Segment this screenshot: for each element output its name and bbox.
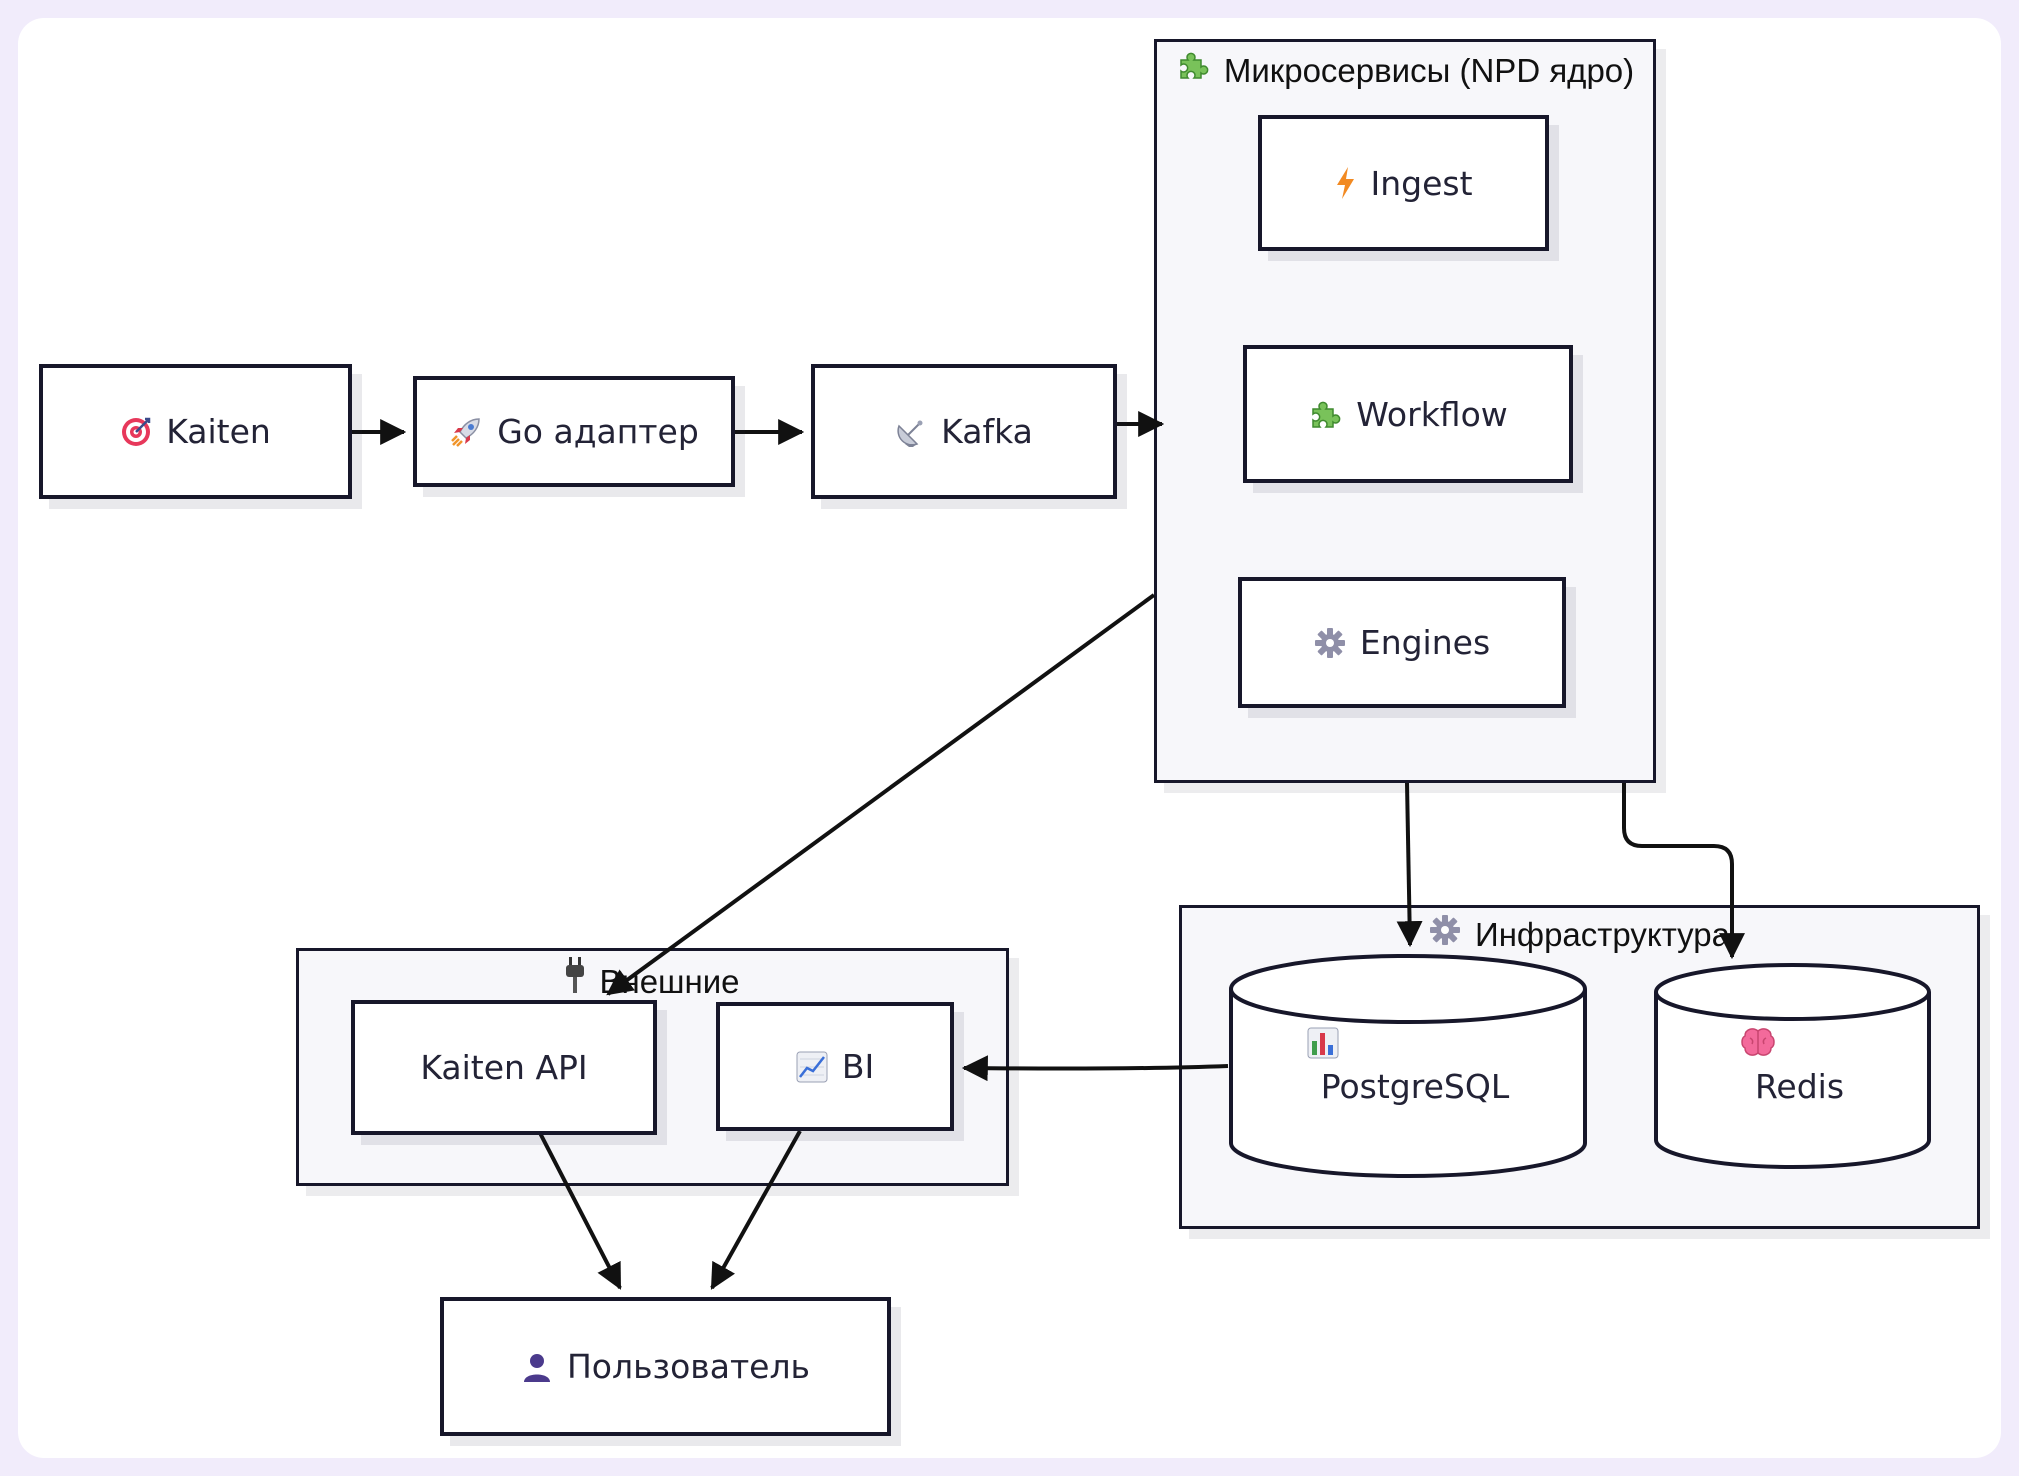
- edge-postgres-to-bi: [961, 1055, 1229, 1082]
- node-redis[interactable]: Redis: [1653, 962, 1932, 1171]
- rocket-icon: [449, 415, 483, 449]
- cylinder-shape: [1654, 963, 1931, 1169]
- node-go-adapter[interactable]: Go адаптер: [413, 376, 735, 487]
- edge-microservices-to-postgres: [1396, 782, 1423, 948]
- puzzle-icon: [1176, 48, 1210, 82]
- plug-icon: [565, 957, 585, 993]
- node-engines[interactable]: Engines: [1238, 577, 1566, 708]
- cluster-microservices-title: Микросервисы (NPD ядро): [1157, 48, 1653, 90]
- node-user[interactable]: Пользователь: [440, 1297, 891, 1436]
- target-icon: [120, 416, 152, 448]
- cylinder-shape: [1229, 954, 1587, 1178]
- edge-microservices-to-redis: [1622, 783, 1745, 960]
- node-kafka[interactable]: Kafka: [811, 364, 1117, 499]
- line-chart-icon: [796, 1051, 828, 1083]
- gear-icon: [1314, 627, 1346, 659]
- node-kaiten-api[interactable]: Kaiten API: [351, 1000, 657, 1135]
- lightning-icon: [1334, 166, 1356, 200]
- edge-microservices-to-kaiten-api: [606, 593, 1156, 996]
- satellite-dish-icon: [895, 416, 927, 448]
- edge-bi-to-user: [710, 1130, 802, 1290]
- cluster-infrastructure-title: Инфраструктура: [1182, 914, 1977, 954]
- node-workflow[interactable]: Workflow: [1243, 345, 1573, 483]
- node-kaiten[interactable]: Kaiten: [39, 364, 352, 499]
- node-ingest[interactable]: Ingest: [1258, 115, 1549, 251]
- edge-kaiten-api-to-user: [538, 1132, 622, 1290]
- puzzle-icon: [1308, 397, 1342, 431]
- node-bi[interactable]: BI: [716, 1002, 954, 1131]
- user-icon: [521, 1351, 553, 1383]
- node-postgresql[interactable]: PostgreSQL: [1228, 953, 1588, 1179]
- gear-icon: [1429, 914, 1461, 946]
